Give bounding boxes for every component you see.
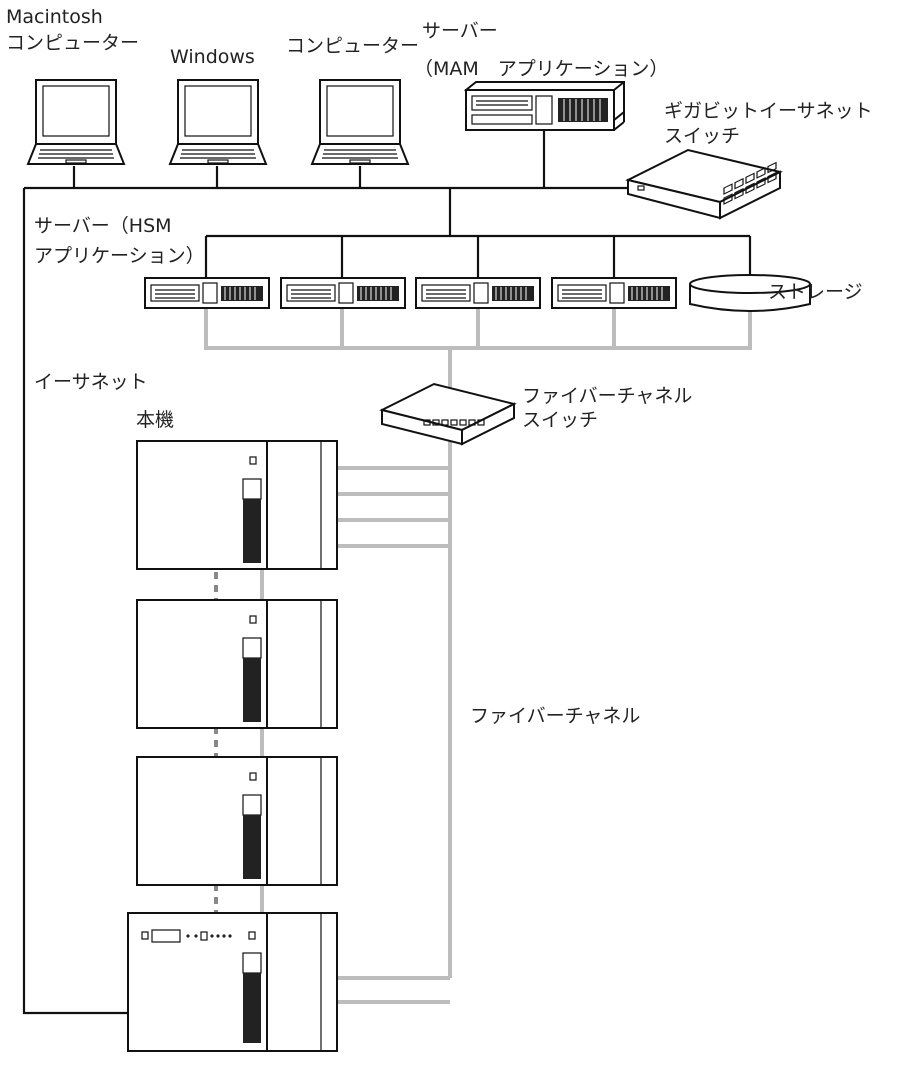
- rack-server-icon: [551, 277, 677, 309]
- mam-server-label-line1: サーバー: [422, 20, 498, 42]
- tape-library-icon: [136, 599, 338, 729]
- tape-library-icon: [136, 440, 338, 570]
- network-switch-icon: [625, 148, 783, 220]
- laptop-icon: [27, 79, 125, 165]
- computer-label: コンピューター: [286, 35, 419, 57]
- laptop-icon: [311, 79, 409, 165]
- main-unit-label: 本機: [136, 409, 174, 431]
- mac-label-line2: コンピューター: [6, 32, 139, 54]
- tape-library-icon: [127, 912, 338, 1052]
- windows-label: Windows: [170, 46, 255, 68]
- rack-server-icon: [280, 277, 406, 309]
- gige-switch-label-line1: ギガビットイーサネット: [664, 100, 873, 122]
- mam-server-label-line2: （MAM アプリケーション）: [414, 58, 668, 80]
- laptop-icon: [169, 79, 267, 165]
- mac-label-line1: Macintosh: [6, 6, 103, 28]
- gige-switch-label-line2: スイッチ: [664, 125, 740, 147]
- fc-switch-label-line2: スイッチ: [522, 409, 598, 431]
- ethernet-label: イーサネット: [34, 371, 148, 393]
- hsm-server-label-line1: サーバー（HSM: [34, 215, 172, 237]
- hsm-server-label-line2: アプリケーション）: [34, 245, 205, 267]
- fc-switch-label-line1: ファイバーチャネル: [522, 385, 692, 407]
- network-switch-icon: [379, 382, 517, 446]
- fibre-channel-label: ファイバーチャネル: [470, 705, 640, 727]
- rack-server-icon: [415, 277, 541, 309]
- tape-library-icon: [136, 756, 338, 886]
- storage-icon: [689, 274, 811, 312]
- rack-server-icon: [463, 81, 625, 131]
- storage-label: ストレージ: [768, 281, 863, 303]
- rack-server-icon: [144, 277, 270, 309]
